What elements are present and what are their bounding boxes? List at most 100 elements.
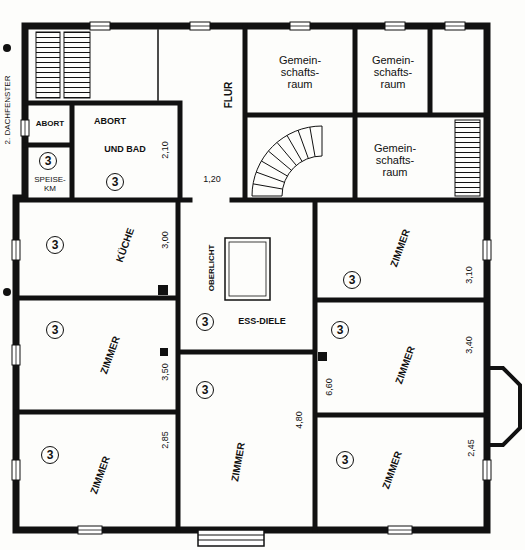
room-name: ZIMMER <box>229 442 247 483</box>
room: Gemein- schafts- raum <box>358 118 453 198</box>
chimney <box>318 352 327 361</box>
plan-stroke <box>388 526 412 534</box>
room-name: ZIMMER <box>393 345 417 386</box>
plan-stroke <box>12 460 20 480</box>
dimension-label: 4,80 <box>295 411 305 429</box>
room: OBERLICHTESS-DIELE3 <box>181 203 312 350</box>
plan-stroke <box>78 530 102 531</box>
room-number-circle: 3 <box>336 451 354 469</box>
room-name: ESS-DIELE <box>238 317 286 327</box>
room-name: ABORT <box>94 117 126 127</box>
chimney <box>158 285 168 295</box>
bay-window <box>487 368 520 445</box>
step-lines <box>198 535 264 540</box>
stair <box>455 120 480 196</box>
room-number-circle: 3 <box>41 446 59 464</box>
room: SPEISE- KM3 <box>28 148 72 198</box>
room: ZIMMER 3 <box>318 303 484 412</box>
inner-wall <box>16 26 487 530</box>
plan-stroke <box>90 22 110 30</box>
margin-note: 2. DACHFENSTER <box>4 76 13 145</box>
plan-stroke <box>487 240 488 260</box>
plan-stroke <box>78 526 102 534</box>
room-name: ZIMMER <box>88 455 112 496</box>
room-number-circle: 3 <box>106 173 124 191</box>
plan-stroke <box>16 460 17 480</box>
room-number: 3 <box>47 449 54 461</box>
room-number: 3 <box>52 324 59 336</box>
dimension-label: 2,10 <box>161 141 171 159</box>
room-name: ZIMMER <box>380 450 404 491</box>
room-name: Gemein- schafts- raum <box>374 142 416 178</box>
chimney <box>160 348 168 356</box>
stair-wall <box>157 30 159 100</box>
dimension-label: 2,85 <box>161 431 171 449</box>
room-number-circle: 3 <box>46 236 64 254</box>
margin-dot <box>3 44 11 52</box>
plan-stroke <box>445 26 465 27</box>
plan-stroke <box>388 530 412 531</box>
dimension-label: 3,40 <box>465 336 475 354</box>
room-number-circle: 3 <box>39 152 57 170</box>
plan-stroke <box>385 26 405 27</box>
room: FLUR <box>183 30 242 198</box>
room-number-circle: 3 <box>196 381 214 399</box>
room: ZIMMER 3 <box>181 355 312 527</box>
plan-stroke <box>385 22 405 30</box>
room-number: 3 <box>202 316 209 328</box>
room-number: 3 <box>349 274 356 286</box>
room: ZIMMER 3 <box>20 415 175 527</box>
plan-stroke <box>322 126 323 156</box>
plan-stroke <box>256 172 284 182</box>
room-number: 3 <box>342 454 349 466</box>
room-number: 3 <box>45 155 52 167</box>
room-number: 3 <box>337 324 344 336</box>
plan-stroke <box>16 26 520 530</box>
plan-stroke <box>310 127 315 157</box>
plan-stroke <box>90 26 110 27</box>
room-name: ZIMMER <box>98 335 122 376</box>
plan-stroke <box>268 151 291 170</box>
room-number-circle: 3 <box>331 321 349 339</box>
plan-stroke <box>290 26 310 27</box>
plan-stroke <box>16 345 17 365</box>
plan-stroke <box>253 184 283 189</box>
room-number: 3 <box>112 176 119 188</box>
room-name: ABORT <box>36 120 64 129</box>
room-name: FLUR <box>223 82 234 109</box>
dimension-label: 3,10 <box>465 266 475 284</box>
plan-stroke <box>21 120 29 136</box>
stair <box>36 32 60 98</box>
plan-stroke <box>298 130 308 158</box>
skylight-inner <box>229 242 266 296</box>
plan-stroke <box>290 22 310 30</box>
room: Gemein- schafts- raum <box>248 30 352 113</box>
room: ZIMMER3 <box>318 203 484 298</box>
plan-stroke <box>445 22 465 30</box>
plan-stroke <box>12 345 20 365</box>
room-number: 3 <box>202 384 209 396</box>
windows <box>12 22 491 534</box>
dimension-label: 6,60 <box>325 378 335 396</box>
plan-stroke <box>25 120 26 136</box>
dimension-label: 1,20 <box>203 175 221 185</box>
plan-stroke <box>190 22 210 30</box>
plan-stroke <box>252 126 322 196</box>
dimension-label: 3,00 <box>161 231 171 249</box>
room-name: Gemein- schafts- raum <box>372 54 414 90</box>
plan-stroke <box>483 240 491 260</box>
curved-stair <box>252 126 322 196</box>
room-name: UND BAD <box>104 145 146 155</box>
room-name: KÜCHE <box>114 226 136 263</box>
room-number-circle: 3 <box>196 313 214 331</box>
room: Gemein- schafts- raum <box>358 30 428 113</box>
margin-dot <box>3 288 11 296</box>
dimension-label: 2,45 <box>467 439 477 457</box>
room: ABORT <box>28 106 72 144</box>
room: KÜCHE 3 <box>20 203 175 296</box>
room-number-circle: 3 <box>343 271 361 289</box>
room: ZIMMER 3 <box>20 301 175 409</box>
room-number: 3 <box>52 239 59 251</box>
